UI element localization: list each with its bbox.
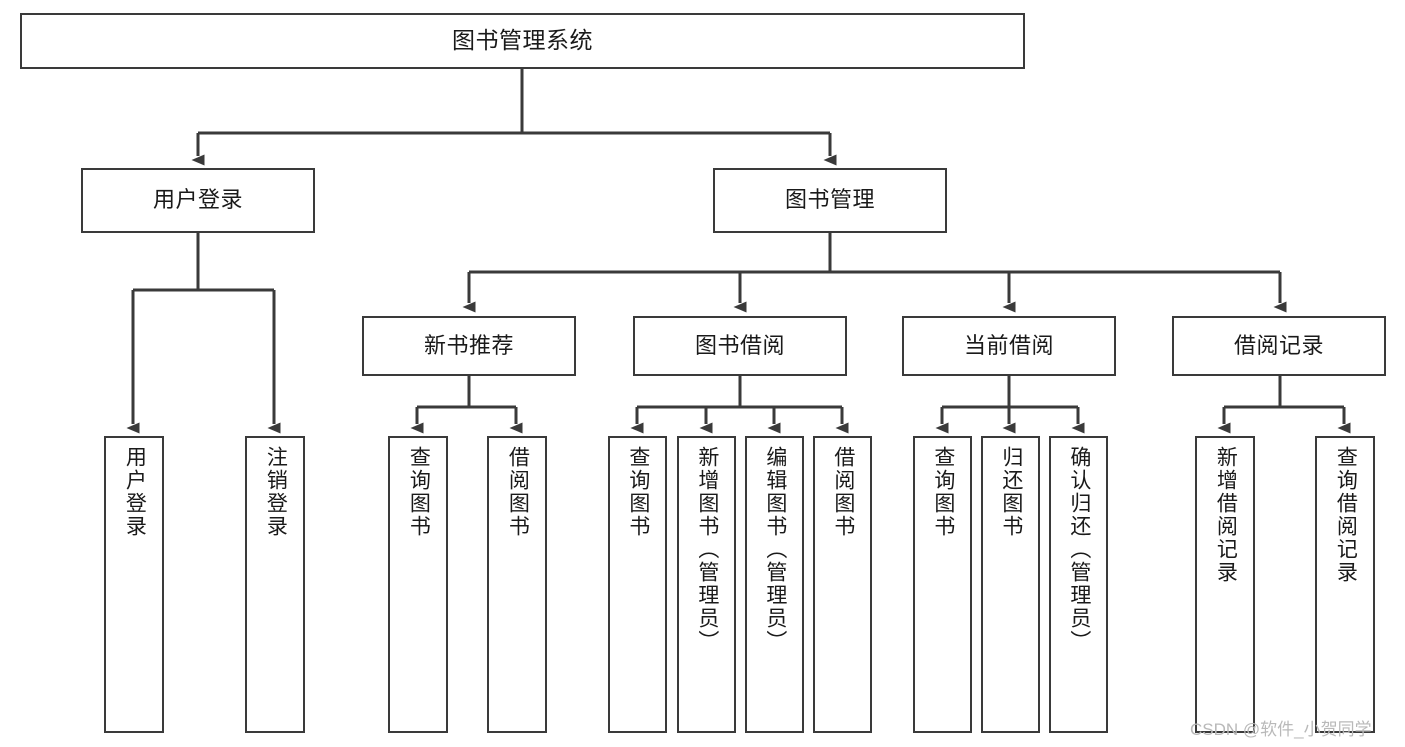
leaf-query-record[interactable]: 查询借阅记录	[1315, 436, 1375, 733]
leaf-logout-login[interactable]: 注销登录	[245, 436, 305, 733]
node-book-borrow[interactable]: 图书借阅	[633, 316, 847, 376]
node-label: 归还图书	[999, 446, 1023, 538]
node-borrow-record[interactable]: 借阅记录	[1172, 316, 1386, 376]
leaf-confirm-return[interactable]: 确认归还（管理员）	[1049, 436, 1108, 733]
leaf-add-book[interactable]: 新增图书（管理员）	[677, 436, 736, 733]
node-label: 图书管理	[784, 187, 875, 213]
leaf-add-record[interactable]: 新增借阅记录	[1195, 436, 1255, 733]
node-label: 用户登录	[123, 446, 147, 538]
node-label: 查询图书	[931, 446, 955, 538]
leaf-borrow-book-2[interactable]: 借阅图书	[813, 436, 872, 733]
node-current-borrow[interactable]: 当前借阅	[902, 316, 1116, 376]
node-label: 图书借阅	[694, 332, 785, 358]
leaf-return-book[interactable]: 归还图书	[981, 436, 1040, 733]
leaf-query-book-3[interactable]: 查询图书	[913, 436, 972, 733]
node-label: 确认归还（管理员）	[1067, 446, 1091, 653]
node-label: 借阅图书	[506, 446, 530, 538]
node-label: 借阅记录	[1233, 332, 1324, 358]
node-label: 当前借阅	[963, 332, 1054, 358]
node-label: 查询借阅记录	[1334, 446, 1358, 584]
leaf-query-book-1[interactable]: 查询图书	[388, 436, 448, 733]
node-label: 用户登录	[152, 187, 243, 213]
node-label: 查询图书	[626, 446, 650, 538]
node-label: 借阅图书	[831, 446, 855, 538]
node-new-book-recommend[interactable]: 新书推荐	[362, 316, 576, 376]
node-label: 查询图书	[407, 446, 431, 538]
leaf-edit-book[interactable]: 编辑图书（管理员）	[745, 436, 804, 733]
node-label: 注销登录	[264, 446, 288, 538]
node-user-login[interactable]: 用户登录	[81, 168, 315, 233]
leaf-query-book-2[interactable]: 查询图书	[608, 436, 667, 733]
csdn-watermark: CSDN @软件_小贺同学	[1190, 720, 1372, 739]
leaf-borrow-book-1[interactable]: 借阅图书	[487, 436, 547, 733]
node-label: 新增借阅记录	[1214, 446, 1238, 584]
node-label: 新书推荐	[423, 332, 514, 358]
node-book-management[interactable]: 图书管理	[713, 168, 947, 233]
node-root-book-management-system[interactable]: 图书管理系统	[20, 13, 1025, 69]
node-label: 编辑图书（管理员）	[763, 446, 787, 653]
leaf-user-login[interactable]: 用户登录	[104, 436, 164, 733]
node-label: 新增图书（管理员）	[695, 446, 719, 653]
node-label: 图书管理系统	[452, 27, 593, 54]
